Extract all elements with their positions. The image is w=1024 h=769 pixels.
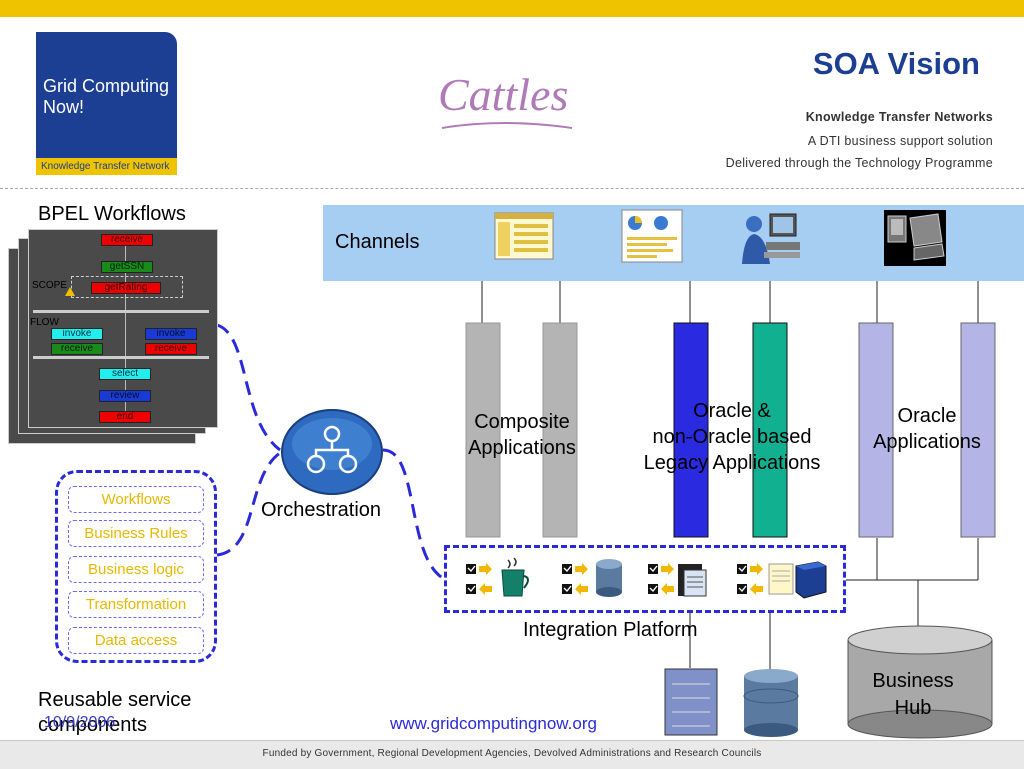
bpel-step-invoke-right: invoke <box>145 328 197 340</box>
logo-line-1: Grid Computing <box>43 76 170 96</box>
bpel-step-receive: receive <box>101 234 153 246</box>
web-page-icon <box>494 212 554 260</box>
cube-server-icon <box>768 561 827 599</box>
footer-bar <box>0 740 1024 769</box>
integration-platform-box <box>444 545 846 613</box>
reusable-components-box: Workflows Business Rules Business logic … <box>55 470 217 663</box>
oracle-label-line-2: Applications <box>873 431 981 453</box>
database-icon <box>596 559 622 597</box>
legacy-label-line-1: Oracle & <box>693 400 771 422</box>
bpel-workflows-title: BPEL Workflows <box>38 203 186 225</box>
ktn-heading: Knowledge Transfer Networks <box>805 110 993 124</box>
laptop-device-icon <box>884 210 946 266</box>
legacy-label-line-3: Legacy Applications <box>643 452 821 474</box>
composite-applications-label: Composite Applications <box>468 411 576 459</box>
oracle-column-1 <box>858 322 894 538</box>
oracle-applications-label: Oracle Applications <box>862 403 992 455</box>
legacy-column-1 <box>673 322 709 538</box>
bpel-step-end: end <box>99 411 151 423</box>
logo-strip: Knowledge Transfer Network <box>36 158 177 175</box>
funding-statement: Funded by Government, Regional Developme… <box>262 748 762 759</box>
hub-label-line-1: Business <box>872 670 954 692</box>
legacy-column-2 <box>752 322 788 538</box>
orchestration-label: Orchestration <box>261 499 382 521</box>
composite-column-1 <box>465 322 501 538</box>
legacy-label-line-2: non-Oracle based <box>652 426 812 448</box>
reusable-item-transformation: Transformation <box>68 591 204 618</box>
document-server-icon <box>678 564 707 597</box>
integration-platform-label: Integration Platform <box>523 619 698 641</box>
bpel-step-select: select <box>99 368 151 380</box>
business-hub-database <box>847 625 993 739</box>
reusable-item-workflows: Workflows <box>68 486 204 513</box>
bpel-divider <box>33 310 209 313</box>
bpel-step-review: review <box>99 390 151 402</box>
oracle-label-line-1: Oracle <box>897 405 957 427</box>
cattles-logo: Cattles <box>438 69 573 129</box>
reusable-components-label: Reusable service components <box>38 689 192 736</box>
user-at-computer-icon <box>742 213 800 264</box>
bpel-flow-label: FLOW <box>30 317 59 328</box>
logo-line-2: Now! <box>43 97 85 117</box>
bpel-card-front: receive getSSN SCOPE getRating FLOW invo… <box>28 229 218 428</box>
header-divider <box>0 188 1024 189</box>
channels-label: Channels <box>335 231 420 253</box>
website-link[interactable]: www.gridcomputingnow.org <box>390 714 597 733</box>
server-rack-icon <box>664 668 718 736</box>
hub-label-line-2: Hub <box>894 697 932 719</box>
bpel-scope-label: SCOPE <box>32 280 68 291</box>
composite-column-2 <box>542 322 578 538</box>
reusable-item-business-logic: Business logic <box>68 556 204 583</box>
orchestration-icon <box>281 409 383 495</box>
slide-date: 10/9/2006 <box>44 714 116 731</box>
ktn-subtitle: A DTI business support solution <box>807 134 993 148</box>
business-hub-label: Business Hub <box>848 668 978 722</box>
ktn-programme: Delivered through the Technology Program… <box>725 156 993 170</box>
bpel-step-receive-right: receive <box>145 343 197 355</box>
reusable-item-data-access: Data access <box>68 627 204 654</box>
page-title: SOA Vision <box>812 46 980 81</box>
bpel-step-getrating: getRating <box>91 282 161 294</box>
integration-adapters <box>466 557 827 599</box>
oracle-column-2 <box>960 322 996 538</box>
legacy-applications-label: Oracle & non-Oracle based Legacy Applica… <box>624 398 840 476</box>
reusable-item-business-rules: Business Rules <box>68 520 204 547</box>
bpel-step-getssn: getSSN <box>101 261 153 273</box>
top-accent-bar <box>0 0 1024 17</box>
warning-icon <box>65 287 75 296</box>
bpel-step-receive-left: receive <box>51 343 103 355</box>
report-page-icon <box>621 209 683 263</box>
legacy-database-icon <box>743 669 799 737</box>
cattles-logo-text: Cattles <box>438 69 568 120</box>
bpel-divider-2 <box>33 356 209 359</box>
bpel-step-invoke-left: invoke <box>51 328 103 340</box>
java-cup-icon <box>501 557 529 597</box>
